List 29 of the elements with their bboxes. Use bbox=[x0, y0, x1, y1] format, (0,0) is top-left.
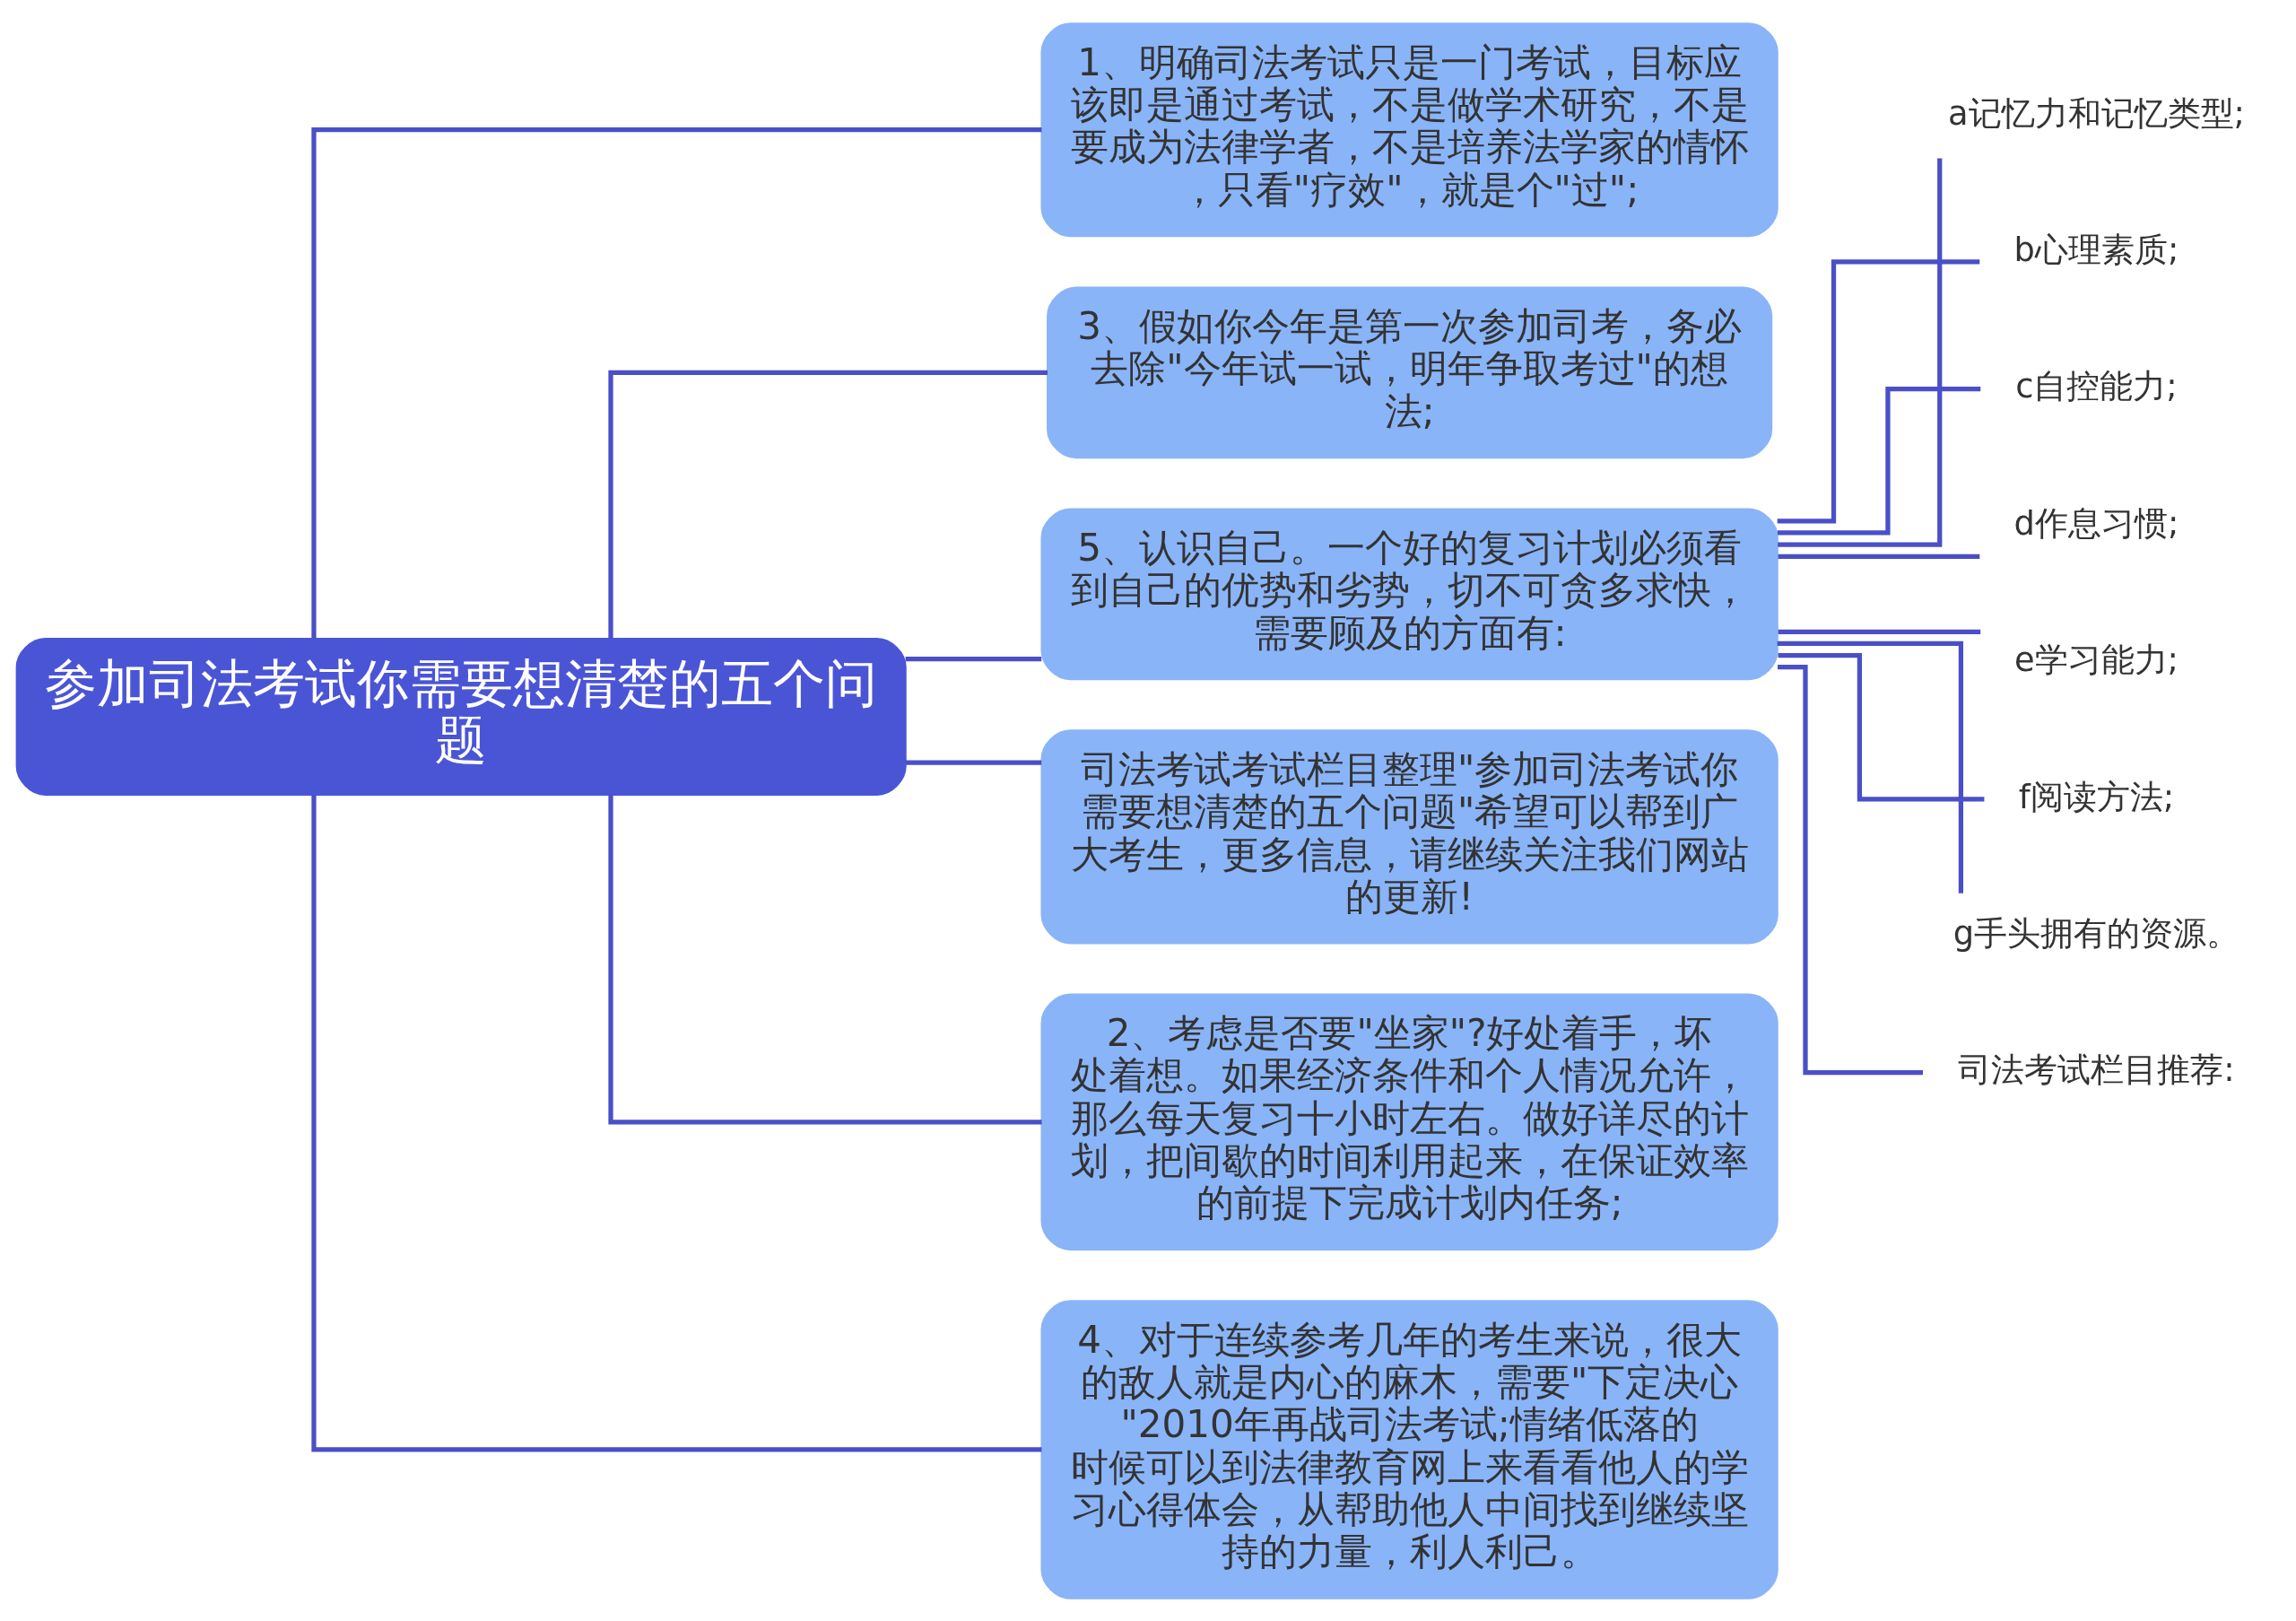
node-box: 3、假如你今年是第一次参加司考，务必去除"今年试一试，明年争取考过"的想法; bbox=[1047, 285, 1773, 458]
connector bbox=[311, 794, 1042, 1452]
node-box: 4、对于连续参考几年的考生来说，很大的敌人就是内心的麻木，需要"下定决心"2010年再战司法考试;情绪低落的时候可以到法律教育网上来看看他人的学习心得体会，从帮助他人中间找到继续坚持的力量，利人利己。 bbox=[1040, 1299, 1779, 1599]
node-box: 5、认识自己。一个好的复习计划必须看到自己的优势和劣势，切不可贪多求快，需要顾及的方面有: bbox=[1040, 507, 1779, 680]
connector bbox=[1778, 158, 1943, 547]
node-text: 司法考试栏目推荐: bbox=[1958, 1050, 2235, 1089]
connector bbox=[311, 126, 1042, 639]
node-box: 2、考虑是否要"坐家"?好处着手，坏处着想。如果经济条件和个人情况允许，那么每天复习十小时左右。做好详尽的计划，把间歇的时间利用起来，在保证效率的前提下完成计划内任务; bbox=[1040, 993, 1779, 1251]
node-box: 参加司法考试你需要想清楚的五个问题 bbox=[15, 637, 907, 796]
node-box: 司法考试考试栏目整理"参加司法考试你需要想清楚的五个问题"希望可以帮到广大考生，更多信息，请继续关注我们网站的更新! bbox=[1040, 728, 1779, 944]
node-box: 1、明确司法考试只是一门考试，目标应该即是通过考试，不是做学术研究，不是要成为法律学者，不是培养法学家的情怀，只看"疗效"，就是个"过"; bbox=[1040, 22, 1779, 237]
connector bbox=[1777, 258, 1980, 523]
node-text: e学习能力; bbox=[2013, 640, 2179, 679]
node-text: a记忆力和记忆类型; bbox=[1947, 93, 2245, 133]
connector bbox=[608, 370, 1048, 639]
connector bbox=[1778, 629, 1981, 634]
connector bbox=[1777, 641, 1963, 893]
connector bbox=[1777, 664, 1924, 1075]
connector bbox=[905, 656, 1042, 661]
node-text: g手头拥有的资源。 bbox=[1952, 913, 2240, 953]
connector bbox=[905, 760, 1042, 765]
node-text: b心理素质; bbox=[2013, 230, 2179, 269]
connector bbox=[1777, 386, 1981, 536]
node-text: c自控能力; bbox=[2015, 366, 2178, 405]
node-text: d作息习惯; bbox=[2013, 503, 2179, 543]
node-text: f阅读方法; bbox=[2018, 777, 2175, 816]
connector bbox=[1778, 652, 1985, 801]
connector bbox=[608, 794, 1042, 1124]
connector bbox=[1778, 553, 1980, 559]
